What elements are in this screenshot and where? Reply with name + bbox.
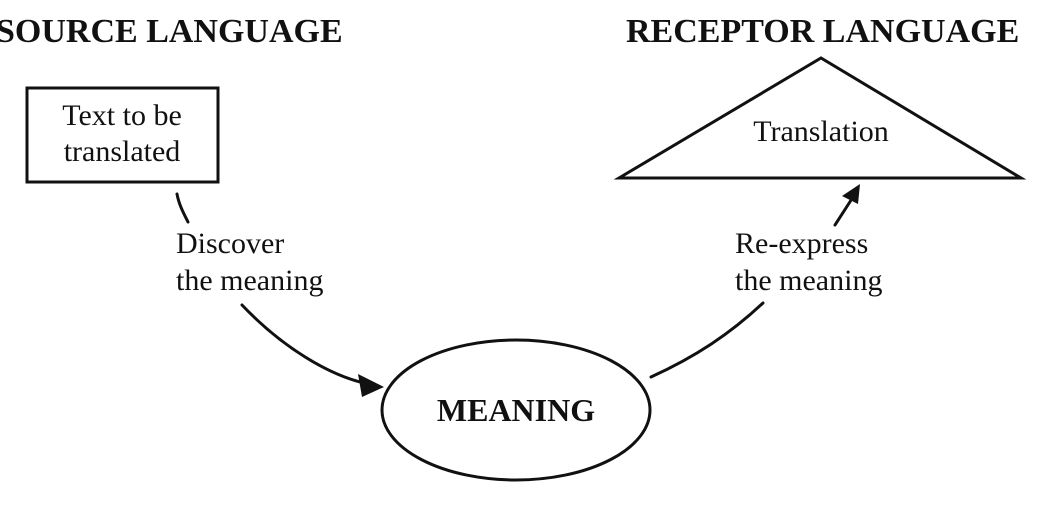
discover-arrowhead — [358, 374, 384, 397]
translation-label: Translation — [753, 115, 889, 148]
source-text-line-2: translated — [64, 135, 181, 168]
discover-arrow-line — [240, 303, 376, 387]
reexpress-label-line-2: the meaning — [735, 264, 882, 297]
discover-label-line-1: Discover — [176, 227, 284, 260]
translation-triangle: Translation — [613, 56, 1027, 180]
source-text-box: Text to be translated — [25, 86, 220, 184]
meaning-ellipse — [380, 338, 652, 482]
source-text-line-1: Text to be — [62, 99, 182, 132]
meaning-node: MEANING — [380, 338, 652, 482]
receptor-language-heading: RECEPTOR LANGUAGE — [626, 13, 1019, 50]
discover-connector-top — [175, 192, 190, 224]
source-language-heading: SOURCE LANGUAGE — [0, 13, 343, 50]
translation-triangle-shape — [613, 56, 1027, 180]
discover-label-line-2: the meaning — [176, 264, 323, 297]
reexpress-arrowhead — [842, 184, 860, 204]
meaning-label: MEANING — [437, 392, 595, 428]
reexpress-arrow-line-top — [833, 195, 855, 227]
source-text-box-frame — [25, 86, 220, 184]
reexpress-label-line-1: Re-express — [735, 227, 868, 260]
reexpress-arrow-line-bottom — [649, 301, 765, 379]
